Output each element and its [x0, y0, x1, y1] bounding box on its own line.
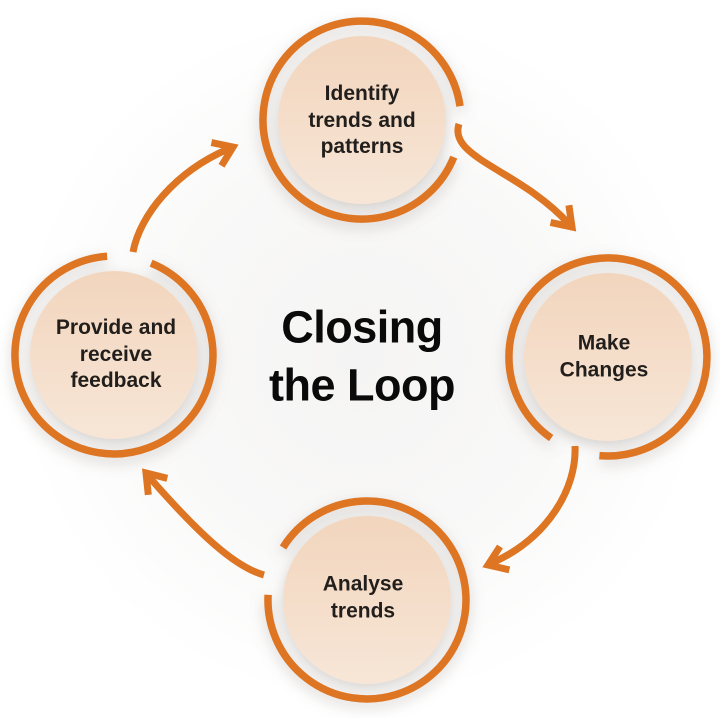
arrowhead-down-icon	[482, 544, 511, 574]
arrow-top-to-right	[454, 122, 577, 232]
node-fill-right	[524, 273, 692, 441]
node-circle-top	[259, 17, 464, 223]
arrowhead-left-icon	[141, 468, 169, 496]
arrow-curve	[454, 122, 572, 227]
diagram-title: Closing the Loop	[269, 301, 455, 410]
node-circle-right	[505, 254, 711, 460]
node-ring-right	[505, 254, 711, 460]
arrow-bottom-to-left	[141, 468, 266, 579]
node-fill-top	[278, 36, 446, 204]
arrow-curve	[129, 145, 230, 253]
arrowhead-right-icon	[549, 204, 577, 232]
node-fill-bottom	[283, 516, 451, 684]
arrow-curve	[490, 445, 579, 567]
node-label-analyse-trends: Analyse trends	[322, 572, 404, 622]
node-circle-left	[11, 252, 217, 458]
arrowhead-up-icon	[210, 139, 239, 168]
node-label-provide-feedback: Provide and receive feedback	[55, 316, 177, 393]
node-ring-left	[11, 252, 217, 458]
node-ring-bottom	[264, 497, 470, 703]
arrow-curve	[147, 475, 266, 579]
node-circle-bottom	[264, 497, 470, 703]
node-label-identify-trends: Identify trends and patterns	[308, 82, 416, 159]
arrow-left-to-top	[129, 139, 239, 253]
node-fill-left	[30, 271, 198, 439]
node-label-make-changes: Make Changes	[559, 331, 649, 381]
arrow-right-to-bottom	[482, 445, 579, 574]
node-ring-top	[259, 17, 464, 223]
